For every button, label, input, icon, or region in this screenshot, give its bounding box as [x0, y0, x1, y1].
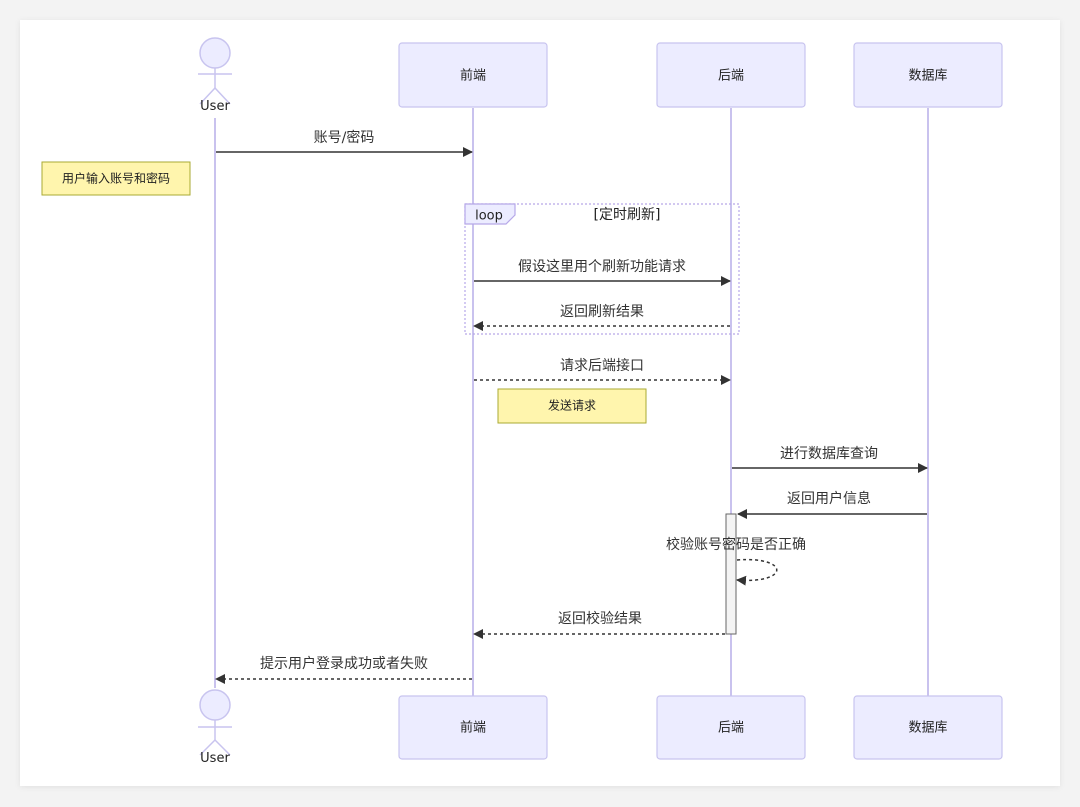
message-db-query-label: 进行数据库查询: [780, 446, 878, 462]
message-return-user-info-label: 返回用户信息: [787, 490, 871, 507]
backend-activation: [725, 513, 737, 635]
message-validation-result-label: 返回校验结果: [558, 610, 642, 627]
note-user-input: 用户输入账号和密码: [41, 161, 191, 196]
message-validate-credentials-label: 校验账号密码是否正确: [666, 536, 806, 553]
user-icon: [198, 37, 232, 105]
message-return-user-info: 返回用户信息: [737, 490, 927, 519]
participant-frontend-bottom-label: 前端: [460, 720, 486, 736]
message-validate-credentials: 校验账号密码是否正确: [666, 536, 806, 586]
message-account-password-label: 账号/密码: [314, 129, 375, 146]
actor-user-bottom-label: User: [200, 751, 230, 766]
message-account-password: 账号/密码: [216, 129, 473, 157]
message-login-feedback-label: 提示用户登录成功或者失败: [260, 655, 428, 672]
participant-backend-bottom-label: 后端: [718, 721, 744, 736]
actor-user-top-label: User: [200, 99, 230, 114]
participant-database-bottom: 数据库: [853, 695, 1003, 760]
participant-backend-top: 后端: [656, 42, 806, 108]
participant-frontend-top: 前端: [398, 42, 548, 108]
participant-database-top-label: 数据库: [908, 68, 947, 84]
actor-user-bottom: User: [198, 689, 232, 766]
loop-block: loop [定时刷新]: [464, 203, 740, 335]
message-login-feedback: 提示用户登录成功或者失败: [215, 655, 472, 684]
participant-frontend-bottom: 前端: [398, 695, 548, 760]
participant-backend-bottom: 后端: [656, 695, 806, 760]
message-validation-result: 返回校验结果: [473, 610, 725, 639]
note-send-request: 发送请求: [497, 388, 647, 424]
note-user-input-label: 用户输入账号和密码: [62, 171, 170, 186]
message-refresh-request: 假设这里用个刷新功能请求: [474, 258, 731, 286]
loop-tag: [464, 203, 516, 225]
participant-frontend-top-label: 前端: [460, 68, 486, 84]
actor-user-top: User: [198, 37, 232, 114]
message-refresh-request-label: 假设这里用个刷新功能请求: [518, 258, 686, 275]
message-call-backend-api: 请求后端接口: [474, 357, 731, 385]
loop-condition: [定时刷新]: [594, 207, 661, 223]
participant-database-top: 数据库: [853, 42, 1003, 108]
message-refresh-result-label: 返回刷新结果: [560, 304, 644, 320]
note-send-request-label: 发送请求: [548, 398, 596, 413]
loop-keyword: loop: [475, 209, 503, 224]
participant-database-bottom-label: 数据库: [908, 720, 947, 736]
message-refresh-result: 返回刷新结果: [473, 304, 730, 331]
message-db-query: 进行数据库查询: [732, 446, 928, 473]
participant-backend-top-label: 后端: [718, 69, 744, 84]
user-icon: [198, 689, 232, 756]
message-call-backend-api-label: 请求后端接口: [560, 357, 644, 374]
